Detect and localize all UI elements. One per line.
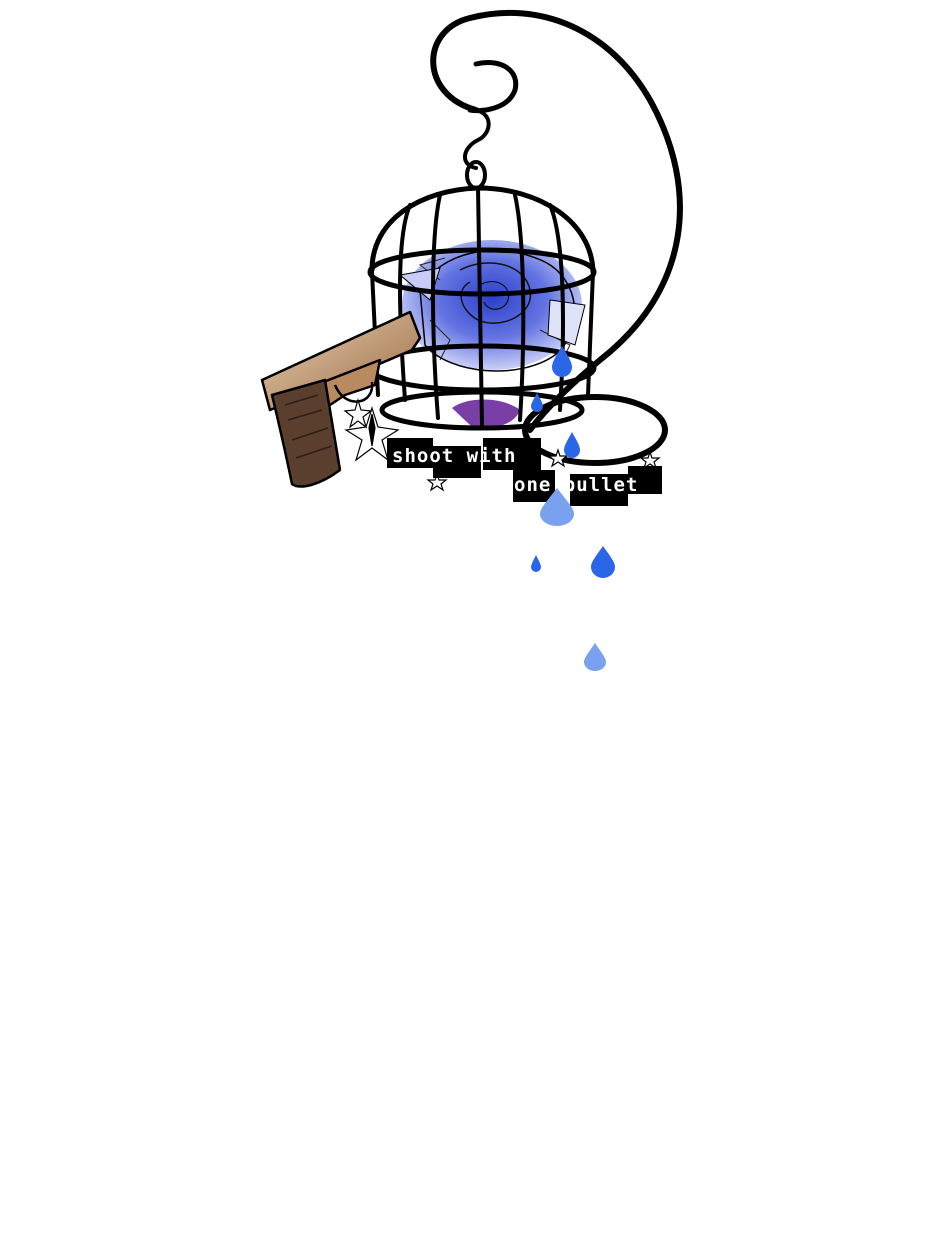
pistol-icon (260, 310, 422, 488)
star-small-3 (547, 448, 569, 468)
caption: shoot with one bullet (387, 438, 662, 506)
fallen-petal (452, 399, 520, 428)
pistol-grip (270, 378, 342, 488)
caption-line-1: shoot with (392, 445, 516, 467)
water-drops (531, 346, 615, 671)
water-drop-icon (531, 555, 541, 572)
water-drop-icon (552, 346, 572, 377)
hanger-arm (430, 9, 683, 433)
hook-ring (465, 160, 487, 190)
star-small-4 (639, 450, 661, 470)
birdcage-icon (367, 185, 597, 431)
star-small-1 (343, 397, 373, 429)
caption-line-2: one bullet (514, 474, 638, 496)
water-drop-icon (584, 643, 606, 671)
water-drop-icon (531, 393, 543, 412)
water-drop-icon (591, 546, 615, 578)
cage-hanger (430, 9, 683, 466)
water-drop-icon (540, 488, 574, 526)
hook (463, 108, 491, 170)
star-small-2 (426, 472, 448, 492)
water-drop-icon (564, 432, 580, 458)
hanger-curl (467, 60, 519, 114)
stand-base (522, 394, 668, 466)
star-icon (343, 397, 661, 492)
